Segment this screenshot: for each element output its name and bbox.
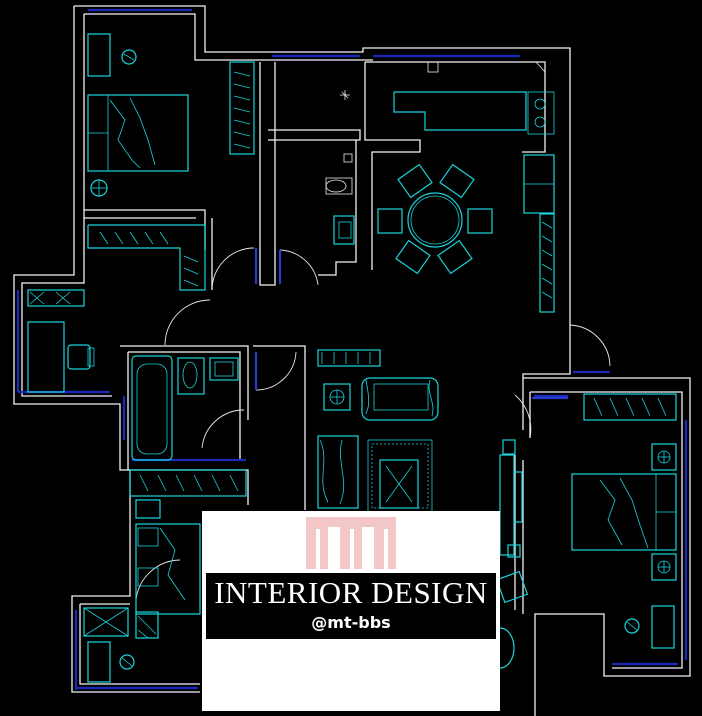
- living-room: [317, 349, 529, 669]
- kitchen: [393, 61, 555, 313]
- bedroom-top-left: [87, 33, 255, 197]
- wardrobe-l: [87, 224, 206, 291]
- bedroom-right: [571, 393, 677, 649]
- logo-icon: [306, 517, 396, 569]
- doors: [135, 247, 611, 601]
- watermark-band: INTERIOR DESIGN @mt-bbs: [206, 573, 496, 639]
- watermark-subtitle: @mt-bbs: [311, 613, 391, 632]
- windows: [16, 8, 688, 690]
- exterior-walls: [13, 5, 691, 716]
- bath-left-fixtures: [131, 355, 239, 461]
- bedroom-bottom-left: [83, 523, 201, 683]
- interior-walls: [79, 61, 683, 685]
- study-room: [27, 289, 95, 393]
- hall-wardrobe: [129, 469, 247, 519]
- dining-set: [377, 163, 493, 275]
- bath-top-fixtures: [325, 90, 355, 245]
- watermark-box: INTERIOR DESIGN @mt-bbs: [202, 511, 500, 711]
- watermark-title: INTERIOR DESIGN: [214, 575, 488, 610]
